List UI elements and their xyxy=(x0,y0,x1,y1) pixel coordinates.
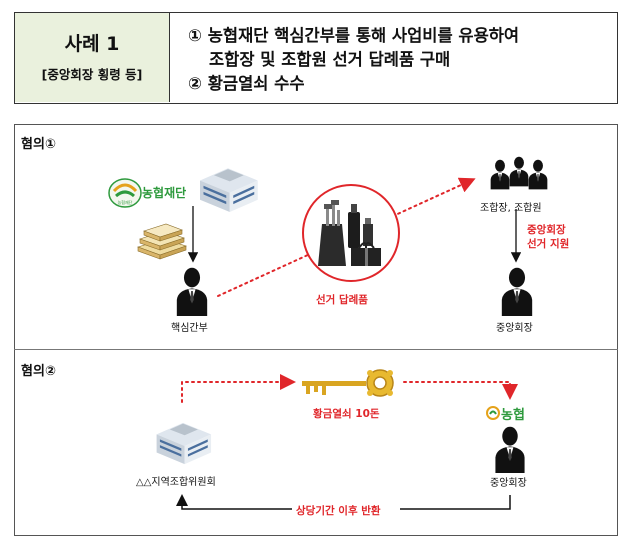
nh-foundation-text: 농협재단 xyxy=(142,186,187,200)
section-divider xyxy=(14,349,618,350)
chairman2-caption: 중앙회장 xyxy=(490,478,527,489)
case-header: 사례 1 [중앙회장 횡령 등] ① 농협재단 핵심간부를 통해 사업비를 유용… xyxy=(14,12,618,104)
gift-circle xyxy=(302,184,400,282)
gift-items-icon xyxy=(318,200,381,266)
chairman2-person-icon xyxy=(491,425,529,473)
nh-seal-icon: 농협재단 xyxy=(108,178,142,208)
golden-key-icon xyxy=(302,369,394,397)
return-line-right xyxy=(400,495,511,510)
money-bundle-icon xyxy=(137,223,187,260)
seal-text: 농협재단 xyxy=(118,199,133,205)
arrow-return-to-committee xyxy=(176,494,292,510)
diagram-box xyxy=(14,124,618,536)
case-description-cell: ① 농협재단 핵심간부를 통해 사업비를 유용하여 조합장 및 조합원 선거 답… xyxy=(171,13,617,102)
allegation-1-line1: ① 농협재단 핵심간부를 통해 사업비를 유용하여 xyxy=(188,26,520,45)
section1-label: 혐의① xyxy=(21,137,56,152)
nh-foundation-logo: 농협재단 농협재단 xyxy=(108,177,203,209)
committee-caption: △△지역조합위원회 xyxy=(136,477,216,488)
officer-caption: 핵심간부 xyxy=(171,323,208,334)
nh-logo: 농협 xyxy=(486,404,546,424)
allegation-1-line2: 조합장 및 조합원 선거 답례품 구매 xyxy=(209,50,451,69)
nh-logo-text: 농협 xyxy=(501,408,525,423)
support-line2: 선거 지원 xyxy=(527,238,570,250)
case-title: 사례 1 xyxy=(64,33,120,55)
arrow-key-to-chairman xyxy=(403,381,518,400)
case-subtitle: [중앙회장 횡령 등] xyxy=(41,67,143,82)
chairman1-caption: 중앙회장 xyxy=(496,323,533,334)
case-title-cell: 사례 1 [중앙회장 횡령 등] xyxy=(15,13,170,102)
allegation-2: ② 황금열쇠 수수 xyxy=(188,74,305,93)
committee-building-icon xyxy=(150,416,216,466)
nh-symbol-icon xyxy=(486,406,500,420)
return-caption: 상당기간 이후 반환 xyxy=(296,505,381,517)
gift-caption: 선거 답례품 xyxy=(316,294,368,306)
key-caption: 황금열쇠 10돈 xyxy=(313,408,380,420)
members-caption: 조합장, 조합원 xyxy=(480,203,542,214)
arrow-committee-to-key xyxy=(181,374,296,403)
section2-label: 혐의② xyxy=(21,364,56,379)
support-line1: 중앙회장 xyxy=(527,224,566,236)
